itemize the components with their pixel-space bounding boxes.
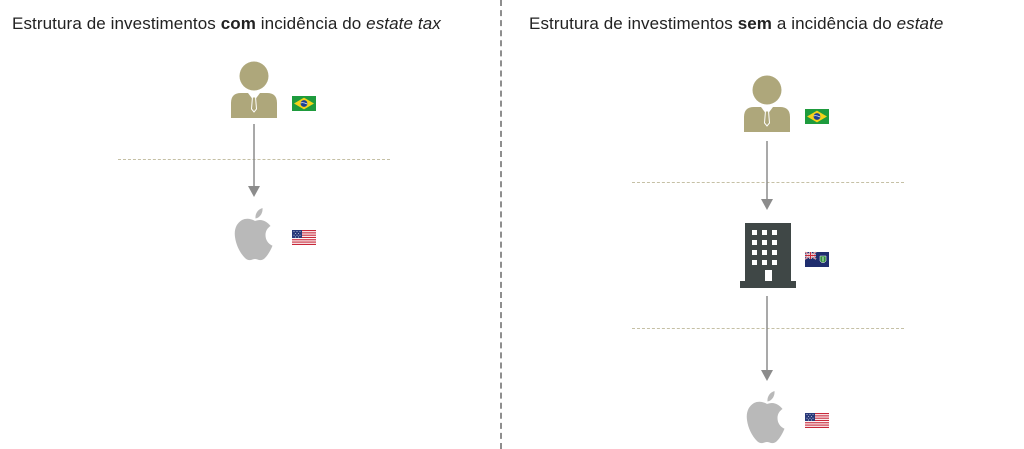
title-italic-term: estate bbox=[896, 14, 944, 33]
left-panel-title: Estrutura de investimentos com incidênci… bbox=[12, 12, 441, 36]
person-icon bbox=[231, 61, 277, 118]
title-text: a incidência do bbox=[772, 14, 897, 33]
level-line-left bbox=[118, 159, 390, 160]
arrow-right-offshore-to-company bbox=[761, 296, 773, 381]
arrow-left-investor-to-company bbox=[248, 124, 260, 197]
british-virgin-islands-flag-icon bbox=[804, 251, 829, 267]
arrow-right-investor-to-offshore bbox=[761, 141, 773, 210]
usa-flag-icon bbox=[292, 230, 316, 245]
title-emphasis: sem bbox=[737, 14, 773, 33]
usa-flag-icon bbox=[805, 413, 829, 428]
level-line-right-bottom bbox=[632, 328, 904, 329]
title-emphasis: com bbox=[220, 14, 256, 33]
title-text: incidência do bbox=[255, 14, 367, 33]
office-building-icon bbox=[740, 223, 796, 288]
brazil-flag-icon bbox=[292, 96, 316, 111]
title-text: Estrutura de investimentos bbox=[529, 14, 738, 33]
title-italic-term: estate tax bbox=[366, 14, 441, 33]
right-panel-title: Estrutura de investimentos sem a incidên… bbox=[529, 12, 944, 36]
person-icon bbox=[744, 75, 790, 132]
apple-logo-icon bbox=[234, 208, 273, 261]
level-line-right-top bbox=[632, 182, 904, 183]
brazil-flag-icon bbox=[805, 109, 829, 124]
title-text: Estrutura de investimentos bbox=[12, 14, 221, 33]
apple-logo-icon bbox=[746, 391, 785, 444]
panel-divider bbox=[500, 0, 502, 449]
